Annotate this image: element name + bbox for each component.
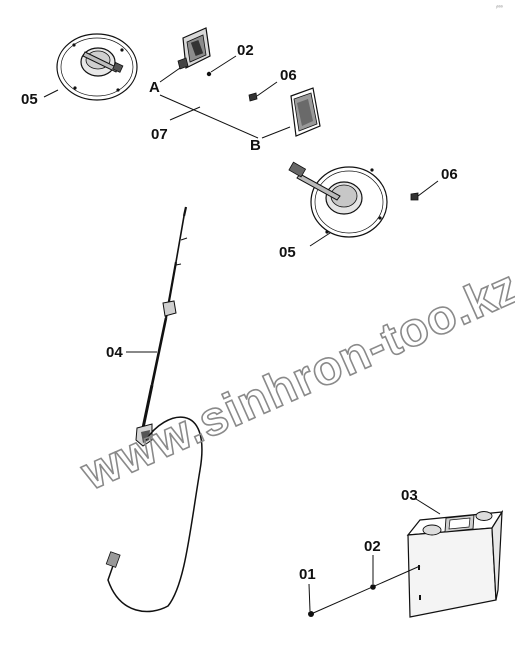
cover-b bbox=[290, 87, 321, 137]
label-02-top: 02 bbox=[237, 42, 254, 59]
watermark: www.sinhron-too.kz bbox=[73, 260, 515, 501]
label-b: B bbox=[250, 137, 261, 154]
leader-02-top bbox=[210, 55, 237, 73]
label-03: 03 bbox=[401, 487, 418, 504]
mount-base-top bbox=[56, 33, 138, 101]
connector-wire bbox=[308, 565, 421, 617]
leader-b bbox=[261, 126, 291, 139]
nut-06-top bbox=[248, 92, 258, 102]
leader-07 bbox=[169, 106, 201, 121]
label-01: 01 bbox=[299, 566, 316, 583]
receiver-box bbox=[406, 509, 504, 618]
antenna-assembly bbox=[105, 206, 203, 613]
leader-03 bbox=[415, 498, 441, 515]
leader-07-ab bbox=[159, 94, 259, 139]
leader-06-top bbox=[256, 81, 278, 97]
label-04: 04 bbox=[106, 344, 123, 361]
nut-06-right bbox=[410, 192, 419, 201]
leader-05-right bbox=[309, 232, 331, 247]
label-a: A bbox=[149, 79, 160, 96]
corner-mark: ʲ⁰⁰⁰ bbox=[495, 5, 503, 11]
leader-06-right bbox=[417, 180, 439, 197]
label-05-top: 05 bbox=[21, 91, 38, 108]
bracket-a bbox=[177, 27, 211, 70]
screw-02-top bbox=[206, 71, 212, 77]
leader-01 bbox=[308, 583, 311, 612]
label-06-right: 06 bbox=[441, 166, 458, 183]
leader-05-top bbox=[43, 89, 59, 98]
leader-a bbox=[159, 67, 181, 83]
label-02-bottom: 02 bbox=[364, 538, 381, 555]
label-06-top: 06 bbox=[280, 67, 297, 84]
label-05-right: 05 bbox=[279, 244, 296, 261]
label-07: 07 bbox=[151, 126, 168, 143]
mount-base-right bbox=[288, 161, 388, 238]
